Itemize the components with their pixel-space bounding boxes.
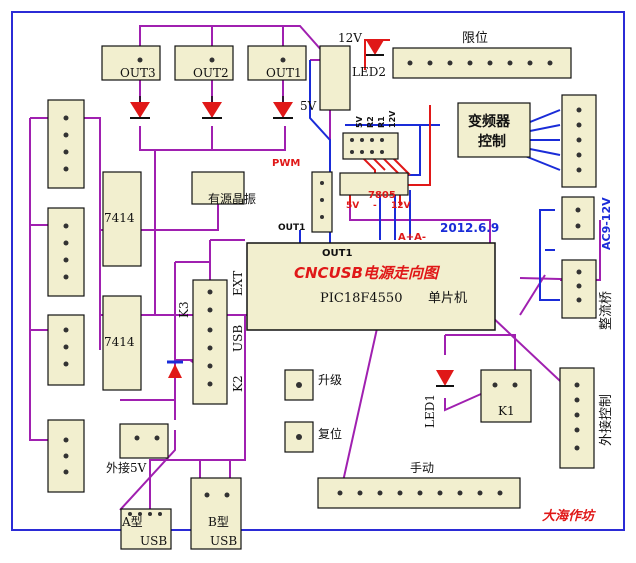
out2-label: OUT2 <box>193 66 229 80</box>
out3-connector <box>101 45 161 81</box>
vfd-label-2: 控制 <box>478 133 506 150</box>
diagram-date: 2012.6.9 <box>440 221 499 235</box>
mcu-out1-label: OUT1 <box>322 248 352 259</box>
output-leds <box>130 96 293 119</box>
usb-b-connector <box>190 477 242 550</box>
led1-icon <box>436 370 454 387</box>
usb-a-label: USB <box>140 534 167 548</box>
ext-5v-connector <box>119 423 169 459</box>
limit-label: 限位 <box>462 31 488 46</box>
usb-b-type: B型 <box>208 515 229 529</box>
author-signature: 大海作坊 <box>542 508 596 524</box>
reset-label: 复位 <box>318 426 342 441</box>
out1-connector <box>247 45 307 81</box>
limit-connector <box>392 47 572 79</box>
left-connectors <box>47 99 85 493</box>
left-connector-1 <box>47 99 85 189</box>
diode-icon <box>167 360 183 378</box>
reg-5v-label: 5V <box>346 201 359 211</box>
pin-r2-label: R2 <box>366 116 375 128</box>
out2-connector <box>174 45 234 81</box>
pwm-label: PWM <box>272 158 300 169</box>
diagram-title: CNCUSB电源走向图 <box>294 264 441 282</box>
reg-7805-label: 7805 <box>368 190 396 201</box>
led2-icon <box>366 40 384 56</box>
label-12v-top: 12V <box>338 31 362 45</box>
ic-7414-b-label: 7414 <box>104 335 135 349</box>
rectifier-label: 整流桥 <box>599 291 614 330</box>
oscillator <box>191 171 245 205</box>
pin-12v-label: 12V <box>388 110 397 128</box>
limit-pins <box>407 60 553 66</box>
out1-label: OUT1 <box>266 66 302 80</box>
ac-input-connector <box>561 196 595 240</box>
led2-label: LED2 <box>352 65 386 79</box>
mcu-model: PIC18F4550 <box>320 291 402 306</box>
rectifier-block <box>561 259 597 319</box>
usb-pin-label: USB <box>231 325 245 352</box>
left-connector-2 <box>47 207 85 297</box>
out1-small-label: OUT1 <box>278 223 305 233</box>
mcu-chip <box>246 242 496 331</box>
label-5v: 5V <box>300 99 317 113</box>
usb-a-type: A型 <box>121 515 143 529</box>
pin-r1-label: R1 <box>377 116 386 128</box>
reg-12v-label: 12V <box>391 201 411 211</box>
led-out3-icon <box>130 96 150 119</box>
jumper-header <box>342 132 399 160</box>
vfd-label-1: 变频器 <box>468 113 511 130</box>
ext-label: EXT <box>231 271 245 296</box>
led-out2-icon <box>202 96 222 119</box>
mcu-cn-label: 单片机 <box>428 291 467 306</box>
regulator-7805 <box>339 172 409 196</box>
led-out1-icon <box>273 96 293 119</box>
switch-k1 <box>480 369 532 423</box>
ic-7414-a-label: 7414 <box>104 211 135 225</box>
k3-label: K3 <box>177 301 191 318</box>
k2-label: K2 <box>231 375 245 392</box>
ext-control-label: 外接控制 <box>598 394 614 446</box>
aplus-label: A+A- <box>398 232 426 243</box>
usb-b-label: USB <box>210 534 237 548</box>
output-connectors: OUT3 OUT2 OUT1 <box>101 45 307 81</box>
manual-label: 手动 <box>410 461 434 475</box>
oscillator-label: 有源晶振 <box>208 192 256 206</box>
jumper-12v-block <box>319 45 351 111</box>
left-connector-3 <box>47 314 85 386</box>
led1-label: LED1 <box>423 394 437 428</box>
ext-5v-label: 外接5V <box>106 460 147 475</box>
vfd-control-box <box>457 102 531 158</box>
pin-5v-label: 5V <box>355 115 364 128</box>
k1-label: K1 <box>498 404 515 418</box>
ac-input-label: AC9-12V <box>600 197 613 250</box>
ic-7414-b <box>102 295 142 391</box>
ic-7414-a <box>102 171 142 267</box>
upgrade-label: 升级 <box>318 373 342 387</box>
reg-dash-label: - <box>373 201 377 211</box>
out3-label: OUT3 <box>120 66 156 80</box>
